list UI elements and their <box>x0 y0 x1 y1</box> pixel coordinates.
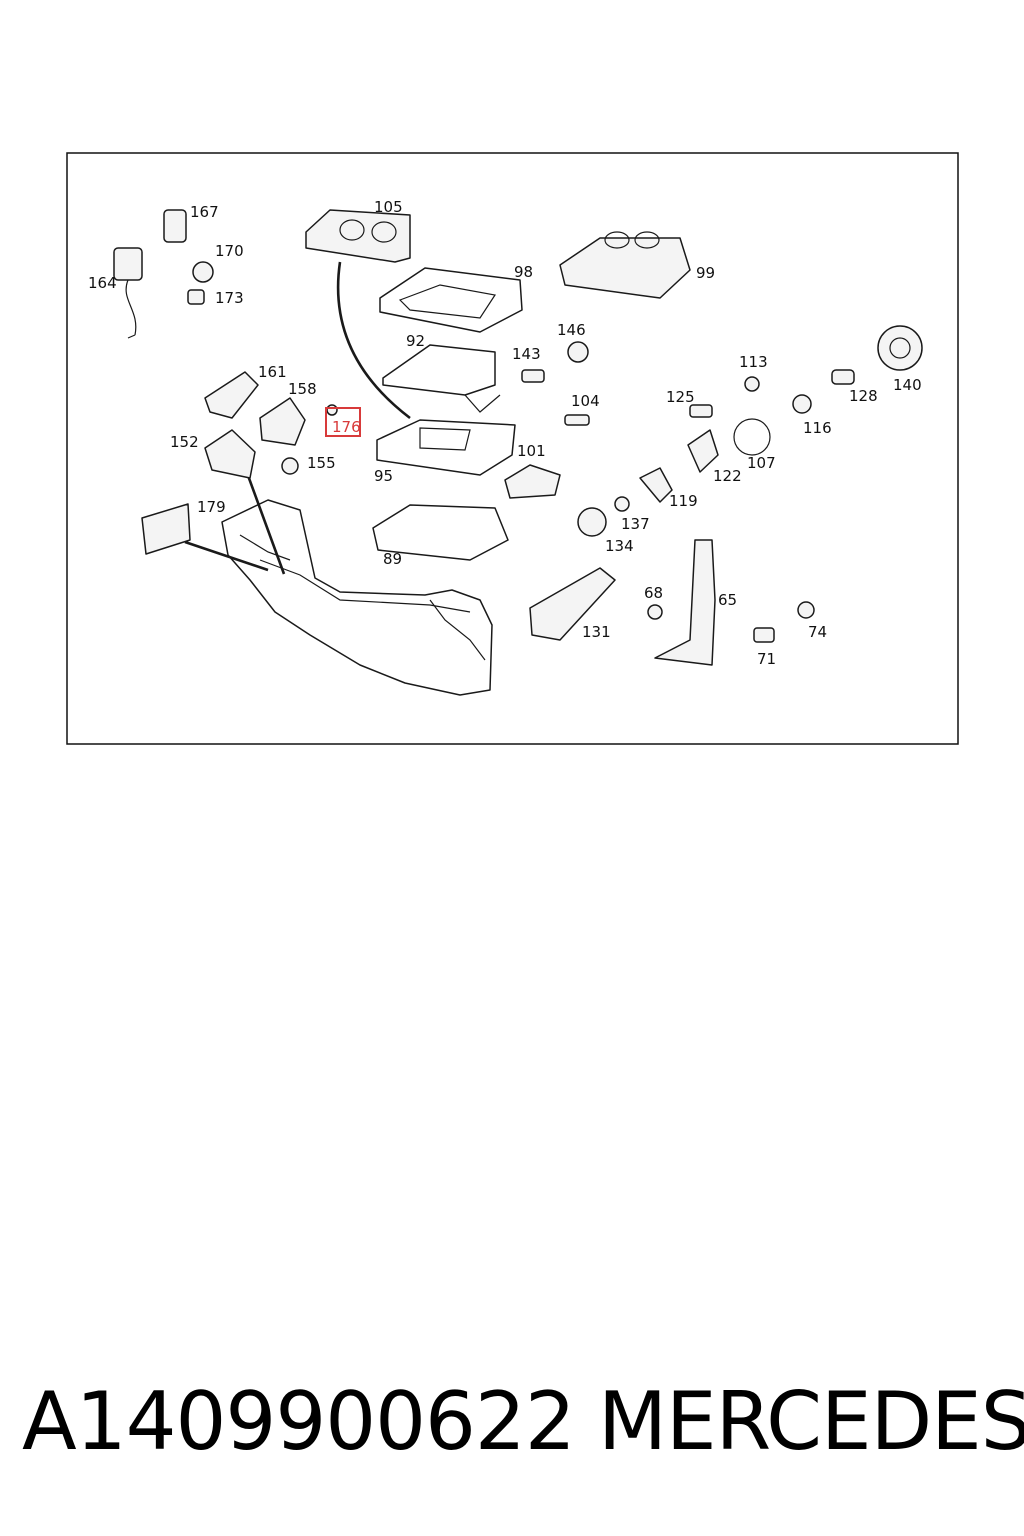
part-92 <box>382 344 496 396</box>
part-number: A1409900622 <box>22 1375 576 1468</box>
part-label-125: 125 <box>666 388 695 406</box>
part-label-137: 137 <box>621 515 650 533</box>
part-89 <box>372 504 509 561</box>
part-label-107: 107 <box>747 454 776 472</box>
brand-name: MERCEDES <box>598 1375 1024 1468</box>
part-label-122: 122 <box>713 467 742 485</box>
part-label-119: 119 <box>669 492 698 510</box>
part-label-65: 65 <box>718 591 737 609</box>
part-label-152: 152 <box>170 433 199 451</box>
footer: A1409900622 MERCEDES <box>0 1372 1024 1472</box>
part-105 <box>305 209 411 263</box>
part-label-128: 128 <box>849 387 878 405</box>
part-label-68: 68 <box>644 584 663 602</box>
part-label-170: 170 <box>215 242 244 260</box>
part-label-167: 167 <box>190 203 219 221</box>
part-label-105: 105 <box>374 198 403 216</box>
part-label-101: 101 <box>517 442 546 460</box>
part-98 <box>379 267 523 333</box>
part-label-92: 92 <box>406 332 425 350</box>
part-label-179: 179 <box>197 498 226 516</box>
part-label-176: 176 <box>332 418 361 436</box>
part-label-104: 104 <box>571 392 600 410</box>
part-label-140: 140 <box>893 376 922 394</box>
part-label-71: 71 <box>757 650 776 668</box>
part-label-173: 173 <box>215 289 244 307</box>
part-label-98: 98 <box>514 263 533 281</box>
part-label-74: 74 <box>808 623 827 641</box>
part-label-155: 155 <box>307 454 336 472</box>
part-label-116: 116 <box>803 419 832 437</box>
part-label-161: 161 <box>258 363 287 381</box>
part-label-164: 164 <box>88 274 117 292</box>
part-label-134: 134 <box>605 537 634 555</box>
part-label-146: 146 <box>557 321 586 339</box>
assembly-arrow <box>336 261 411 420</box>
part-label-131: 131 <box>582 623 611 641</box>
part-label-143: 143 <box>512 345 541 363</box>
part-label-95: 95 <box>374 467 393 485</box>
part-label-158: 158 <box>288 380 317 398</box>
small-parts <box>113 209 923 666</box>
part-95 <box>376 419 516 476</box>
part-label-99: 99 <box>696 264 715 282</box>
highlight-box <box>325 407 361 437</box>
part-99 <box>559 237 691 299</box>
console-base-part <box>221 499 493 696</box>
part-label-113: 113 <box>739 353 768 371</box>
part-label-89: 89 <box>383 550 402 568</box>
